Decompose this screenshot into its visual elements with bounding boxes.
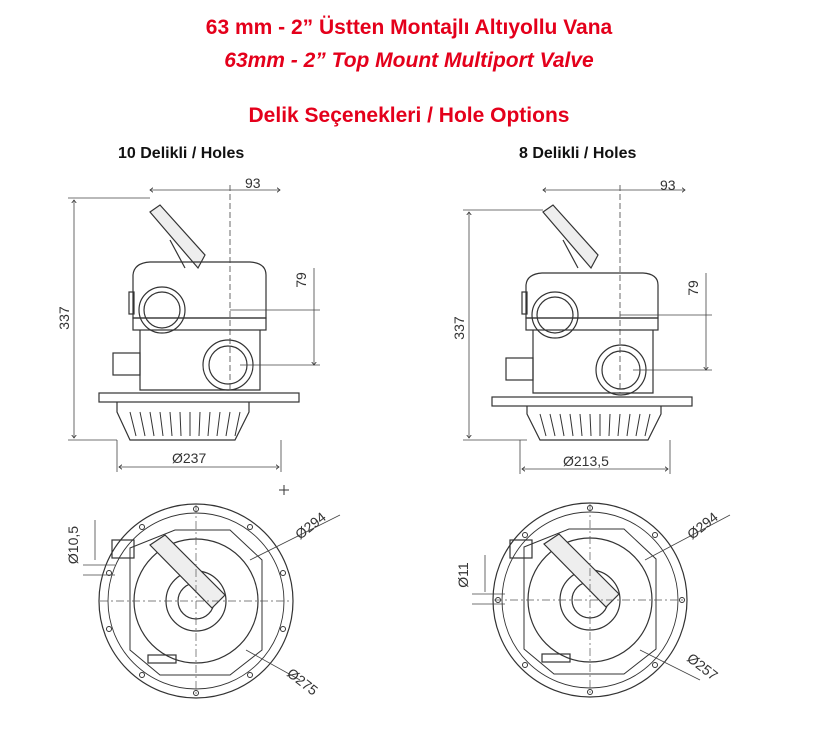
- dim-bolt-circle-right: Ø257: [684, 650, 721, 684]
- crosshair-mark: [279, 485, 289, 495]
- dim-flange-right: Ø213,5: [563, 453, 609, 469]
- dimension-leaders-top-right: [472, 514, 731, 681]
- dim-flange-left: Ø237: [172, 450, 206, 466]
- dim-outer-left: Ø294: [292, 509, 329, 543]
- side-view-8-holes: [491, 204, 693, 441]
- dim-bolt-circle-left: Ø275: [284, 665, 321, 699]
- dim-width-top-left: 93: [245, 175, 261, 191]
- dimension-leaders-top-left: [83, 514, 341, 681]
- dim-port-height-left: 79: [293, 272, 309, 288]
- dim-width-top-right: 93: [660, 177, 676, 193]
- dimension-lines-right: [463, 185, 712, 474]
- dim-hole-right: Ø11: [455, 562, 471, 588]
- centerlines-top-right: [494, 504, 686, 696]
- side-view-10-holes: [98, 204, 300, 441]
- side-basket-slots-8: [539, 413, 651, 437]
- option-8-holes-heading: 8 Delikli / Holes: [519, 145, 637, 162]
- centerlines-top-left: [100, 505, 292, 697]
- dimension-lines-left: [68, 185, 320, 472]
- bolt-holes-8: [495, 505, 685, 695]
- dim-height-total-right: 337: [451, 316, 467, 340]
- dim-hole-left: Ø10,5: [65, 526, 81, 564]
- dim-outer-right: Ø294: [684, 509, 721, 543]
- title-turkish: 63 mm - 2” Üstten Montajlı Altıyollu Van…: [205, 16, 613, 39]
- bolt-holes-10: [106, 506, 286, 696]
- dim-height-total-left: 337: [56, 306, 72, 330]
- option-10-holes-heading: 10 Delikli / Holes: [118, 145, 245, 162]
- title-english: 63mm - 2” Top Mount Multiport Valve: [224, 49, 594, 72]
- dim-port-height-right: 79: [685, 280, 701, 296]
- hole-options-heading: Delik Seçenekleri / Hole Options: [248, 104, 570, 127]
- side-basket-slots-10: [129, 411, 241, 437]
